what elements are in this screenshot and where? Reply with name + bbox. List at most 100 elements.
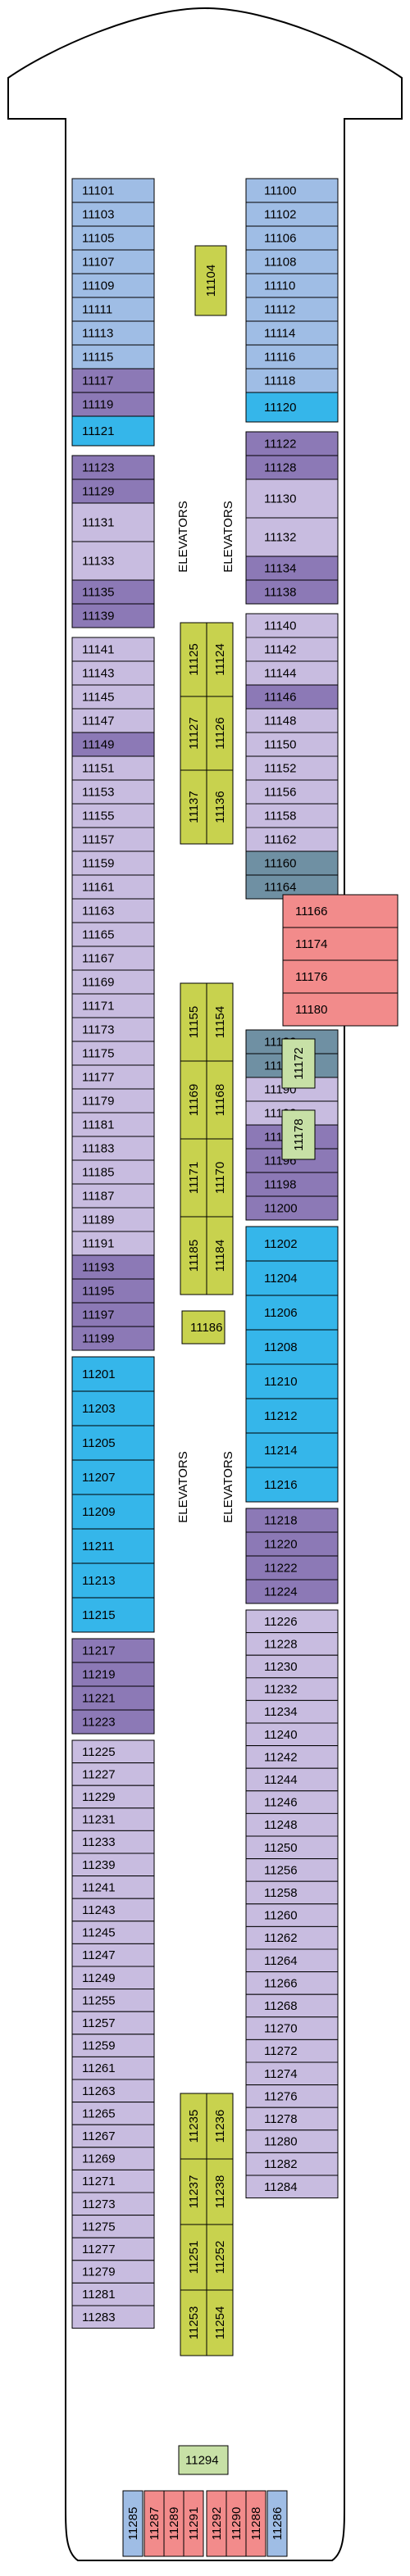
cabin-11263[interactable]: [71, 2079, 155, 2103]
cabin-11272[interactable]: [245, 2039, 339, 2063]
cabin-11139[interactable]: [71, 603, 155, 628]
cabin-11105[interactable]: [71, 225, 155, 251]
cabin-11212[interactable]: [245, 1398, 339, 1434]
cabin-11201[interactable]: [71, 1356, 155, 1392]
cabin-11270[interactable]: [245, 2016, 339, 2040]
cabin-11127[interactable]: [180, 696, 207, 771]
cabin-11125[interactable]: [180, 622, 207, 697]
cabin-11235[interactable]: [180, 2093, 207, 2160]
cabin-11204[interactable]: [245, 1260, 339, 1296]
cabin-11135[interactable]: [71, 579, 155, 605]
cabin-11191[interactable]: [71, 1231, 155, 1256]
cabin-11199[interactable]: [71, 1326, 155, 1351]
cabin-11145[interactable]: [71, 684, 155, 710]
cabin-11176[interactable]: [282, 959, 399, 994]
cabin-11108[interactable]: [245, 249, 339, 274]
cabin-11169[interactable]: [71, 969, 155, 995]
cabin-11101[interactable]: [71, 178, 155, 203]
cabin-11274[interactable]: [245, 2061, 339, 2086]
cabin-11281[interactable]: [71, 2282, 155, 2306]
cabin-11225[interactable]: [71, 1739, 155, 1764]
cabin-11209[interactable]: [71, 1494, 155, 1530]
cabin-11118[interactable]: [245, 368, 339, 393]
cabin-11150[interactable]: [245, 732, 339, 757]
cabin-11180[interactable]: [282, 992, 399, 1027]
cabin-11261[interactable]: [71, 2056, 155, 2080]
cabin-11100[interactable]: [245, 178, 339, 203]
cabin-11116[interactable]: [245, 344, 339, 370]
cabin-11193[interactable]: [71, 1254, 155, 1280]
cabin-11155[interactable]: [180, 982, 207, 1062]
cabin-11110[interactable]: [245, 273, 339, 298]
cabin-11283[interactable]: [71, 2305, 155, 2329]
cabin-11189[interactable]: [71, 1207, 155, 1232]
cabin-11266[interactable]: [245, 1971, 339, 1995]
cabin-11161[interactable]: [71, 874, 155, 900]
cabin-11224[interactable]: [245, 1579, 339, 1604]
cabin-11171[interactable]: [180, 1138, 207, 1218]
cabin-11163[interactable]: [71, 898, 155, 923]
cabin-11279[interactable]: [71, 2260, 155, 2283]
cabin-11286[interactable]: [266, 2490, 288, 2557]
cabin-11140[interactable]: [245, 613, 339, 638]
cabin-11153[interactable]: [71, 779, 155, 805]
cabin-11111[interactable]: [71, 297, 155, 322]
cabin-11284[interactable]: [245, 2175, 339, 2199]
cabin-11278[interactable]: [245, 2107, 339, 2131]
cabin-11243[interactable]: [71, 1898, 155, 1922]
cabin-11138[interactable]: [245, 579, 339, 605]
cabin-11277[interactable]: [71, 2237, 155, 2261]
cabin-11200[interactable]: [245, 1195, 339, 1221]
cabin-11136[interactable]: [206, 769, 234, 845]
cabin-11181[interactable]: [71, 1112, 155, 1137]
cabin-11154[interactable]: [206, 982, 234, 1062]
cabin-11222[interactable]: [245, 1555, 339, 1581]
cabin-11173[interactable]: [71, 1017, 155, 1042]
cabin-11184[interactable]: [206, 1216, 234, 1295]
cabin-11248[interactable]: [245, 1812, 339, 1837]
cabin-11218[interactable]: [245, 1508, 339, 1533]
cabin-11186[interactable]: [181, 1310, 226, 1345]
cabin-11185[interactable]: [71, 1159, 155, 1185]
cabin-11292[interactable]: [206, 2490, 227, 2557]
cabin-11120[interactable]: [245, 392, 339, 423]
cabin-11156[interactable]: [245, 779, 339, 805]
cabin-11288[interactable]: [245, 2490, 266, 2557]
cabin-11244[interactable]: [245, 1767, 339, 1792]
cabin-11227[interactable]: [71, 1762, 155, 1786]
cabin-11262[interactable]: [245, 1925, 339, 1950]
cabin-11178[interactable]: [281, 1109, 316, 1160]
cabin-11242[interactable]: [245, 1745, 339, 1769]
cabin-11104[interactable]: [194, 245, 227, 316]
cabin-11168[interactable]: [206, 1060, 234, 1140]
cabin-11245[interactable]: [71, 1921, 155, 1944]
cabin-11123[interactable]: [71, 455, 155, 480]
cabin-11117[interactable]: [71, 368, 155, 393]
cabin-11107[interactable]: [71, 249, 155, 274]
cabin-11258[interactable]: [245, 1880, 339, 1905]
cabin-11197[interactable]: [71, 1302, 155, 1327]
cabin-11142[interactable]: [245, 637, 339, 662]
cabin-11143[interactable]: [71, 660, 155, 686]
cabin-11167[interactable]: [71, 946, 155, 971]
cabin-11249[interactable]: [71, 1966, 155, 1990]
cabin-11183[interactable]: [71, 1136, 155, 1161]
cabin-11149[interactable]: [71, 732, 155, 757]
cabin-11253[interactable]: [180, 2289, 207, 2356]
cabin-11294[interactable]: [178, 2445, 229, 2475]
cabin-11109[interactable]: [71, 273, 155, 298]
cabin-11113[interactable]: [71, 320, 155, 346]
cabin-11162[interactable]: [245, 827, 339, 852]
cabin-11276[interactable]: [245, 2084, 339, 2108]
cabin-11160[interactable]: [245, 850, 339, 876]
cabin-11215[interactable]: [71, 1597, 155, 1633]
cabin-11211[interactable]: [71, 1528, 155, 1564]
cabin-11231[interactable]: [71, 1807, 155, 1831]
cabin-11213[interactable]: [71, 1562, 155, 1599]
cabin-11237[interactable]: [180, 2158, 207, 2225]
cabin-11254[interactable]: [206, 2289, 234, 2356]
cabin-11210[interactable]: [245, 1363, 339, 1399]
cabin-11226[interactable]: [245, 1609, 339, 1634]
cabin-11115[interactable]: [71, 344, 155, 370]
cabin-11255[interactable]: [71, 1989, 155, 2012]
